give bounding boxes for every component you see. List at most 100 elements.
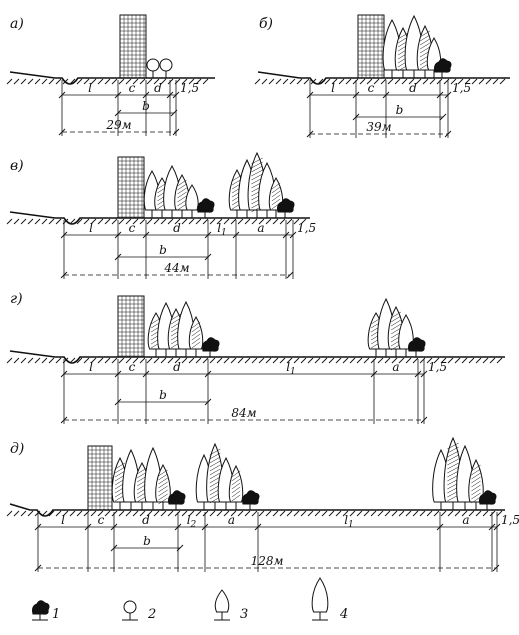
tree-hatch — [419, 46, 431, 54]
ground-hatch — [482, 510, 489, 517]
ground-hatch — [363, 357, 370, 364]
dimension-label: c — [98, 513, 105, 527]
ground-hatch — [174, 357, 181, 364]
ground-hatch — [34, 357, 41, 364]
ground-hatch — [300, 357, 307, 364]
dimension-label: 1,5 — [297, 221, 316, 235]
dimension-tick — [201, 523, 209, 531]
ground-hatch — [272, 510, 279, 517]
ground-hatch — [188, 510, 195, 517]
ground-hatch — [104, 357, 111, 364]
ground-line — [9, 211, 310, 225]
ground-hatch — [478, 78, 485, 85]
tree-hatch — [231, 486, 241, 494]
ground-hatch — [436, 78, 443, 85]
ground-hatch — [125, 218, 132, 225]
ground-hatch — [202, 218, 209, 225]
ground-hatch — [13, 357, 20, 364]
tree-hatch — [209, 456, 221, 464]
dimension-tick — [60, 231, 68, 239]
ground-hatch — [307, 357, 314, 364]
dimension-tick — [114, 231, 122, 239]
ground-hatch — [111, 218, 118, 225]
dimension-label: b — [143, 534, 151, 548]
tree-hatch — [150, 317, 162, 325]
ground-hatch — [377, 357, 384, 364]
dimension-label: c — [368, 81, 375, 95]
ground-hatch — [160, 218, 167, 225]
ground-hatch — [118, 78, 125, 85]
tree-hatch — [231, 478, 241, 486]
dimension-tick — [382, 91, 390, 99]
tree-hatch — [271, 186, 281, 194]
ground-hatch — [139, 510, 146, 517]
legend-item: 2 — [122, 600, 156, 622]
ground-hatch — [167, 357, 174, 364]
dark-bush-icon — [197, 198, 215, 213]
ground-hatch — [223, 218, 230, 225]
ground-hatch — [244, 357, 251, 364]
ground-hatch — [62, 78, 69, 85]
ground-hatch — [447, 357, 454, 364]
ground-hatch — [489, 510, 496, 517]
tree-hatch — [390, 327, 402, 335]
ground-hatch — [394, 78, 401, 85]
tree-hatch — [231, 482, 241, 490]
ground-hatch — [41, 78, 48, 85]
tree-hatch — [471, 488, 481, 496]
tree-hatch — [191, 321, 201, 329]
dimension-tick — [60, 271, 68, 279]
tree-hatch — [447, 442, 459, 450]
dimension-label: 1,5 — [501, 513, 519, 527]
dimension-tick — [289, 231, 297, 239]
ground-hatch — [34, 78, 41, 85]
ground-hatch — [153, 510, 160, 517]
tree-hatch — [158, 469, 168, 477]
tree-hatch — [447, 450, 459, 458]
dimension-tick — [114, 253, 122, 261]
ground-hatch — [97, 510, 104, 517]
ground-hatch — [457, 78, 464, 85]
ground-hatch — [307, 510, 314, 517]
ground-hatch — [496, 510, 503, 517]
dimension-tick — [439, 113, 447, 121]
ground-hatch — [48, 218, 55, 225]
ground-hatch — [83, 78, 90, 85]
ground-hatch — [485, 78, 492, 85]
dimension-tick — [414, 370, 422, 378]
tree-hatch — [209, 460, 221, 468]
legend-item: 3 — [214, 589, 248, 622]
ground-hatch — [237, 357, 244, 364]
dimension-tick — [114, 370, 122, 378]
ground-hatch — [90, 218, 97, 225]
dimension-label: 1,5 — [180, 81, 199, 95]
ground-hatch — [356, 510, 363, 517]
dimension-tick — [176, 544, 184, 552]
tree-hatch — [471, 484, 481, 492]
ground-hatch — [422, 78, 429, 85]
ground-hatch — [174, 510, 181, 517]
tree-hatch — [170, 313, 182, 321]
tree-hatch — [158, 473, 168, 481]
conifer-icon — [398, 314, 414, 350]
ground-hatch — [310, 78, 317, 85]
ground-hatch — [216, 510, 223, 517]
ground-hatch — [335, 510, 342, 517]
ground-hatch — [153, 78, 160, 85]
ground-hatch — [335, 357, 342, 364]
ground-hatch — [41, 218, 48, 225]
ground-line — [9, 71, 215, 85]
ground-hatch — [146, 357, 153, 364]
tree-hatch — [231, 174, 243, 182]
building — [117, 295, 145, 358]
ground-hatch — [118, 357, 125, 364]
ground-hatch — [300, 510, 307, 517]
tree-hatch — [177, 187, 187, 195]
ground-hatch — [139, 357, 146, 364]
tree-hatch — [447, 458, 459, 466]
dark-bush-icon — [168, 490, 186, 505]
tree-hatch — [177, 199, 187, 207]
ground-hatch — [118, 510, 125, 517]
